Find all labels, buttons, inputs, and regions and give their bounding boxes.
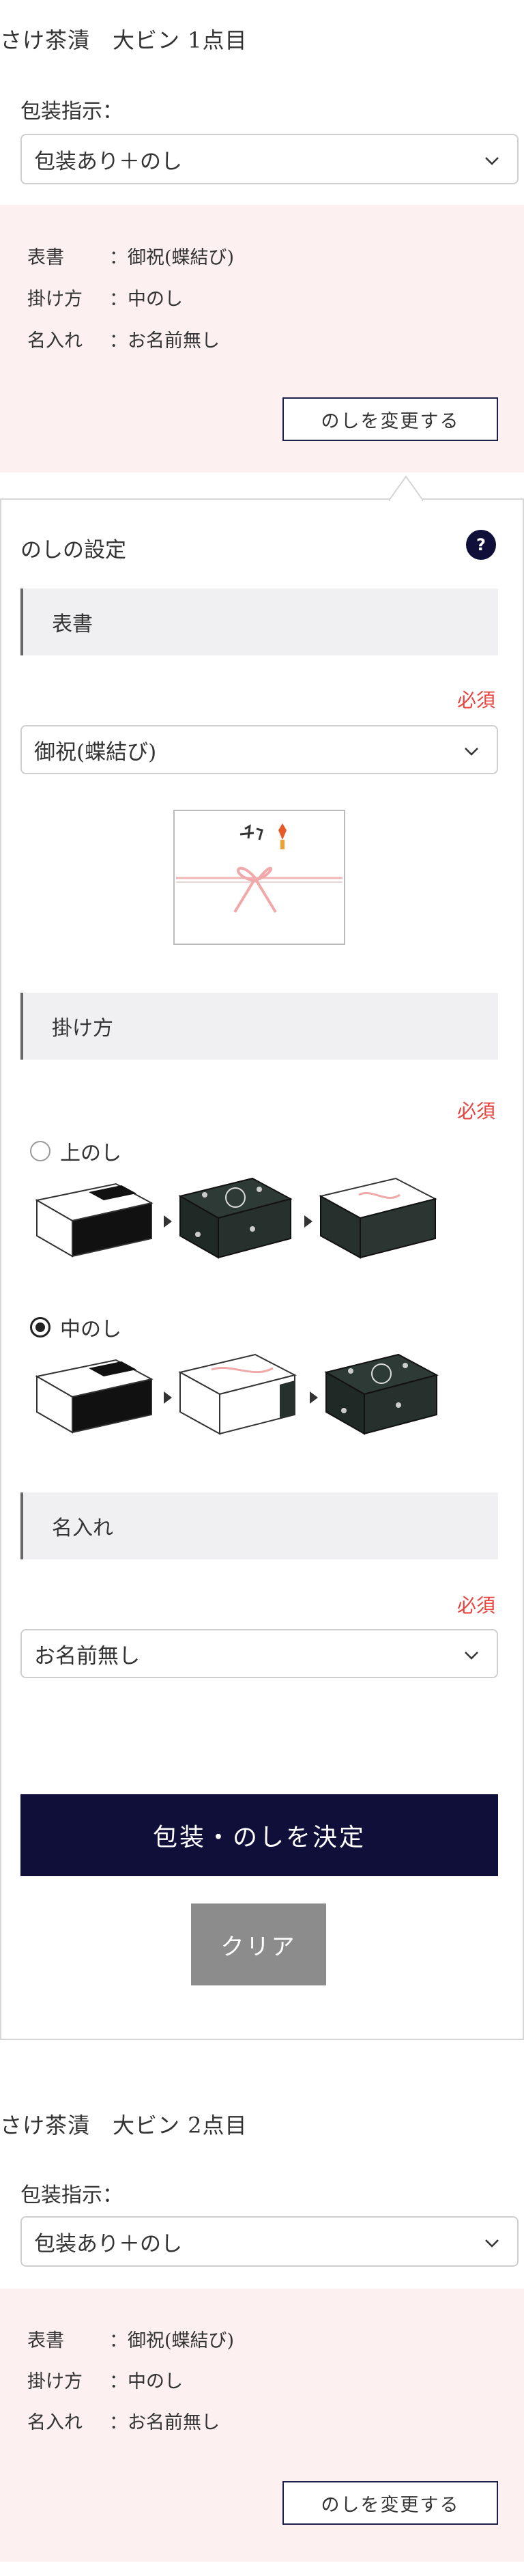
- summary-value: ：中のし: [109, 289, 183, 310]
- arrow-icon: [304, 1215, 312, 1228]
- summary-row-kakekata: 掛け方 ：中のし: [27, 2366, 183, 2393]
- noshi-summary: 表書 ：御祝(蝶結び) 掛け方 ：中のし 名入れ ：お名前無し のしを変更する: [0, 205, 524, 472]
- chevron-down-icon: [485, 157, 499, 165]
- radio-uwanoshi[interactable]: 上のし: [30, 1136, 121, 1166]
- help-icon[interactable]: ?: [466, 530, 496, 560]
- pack-instruction-select[interactable]: 包装あり＋のし: [20, 134, 519, 184]
- summary-value: ：御祝(蝶結び): [109, 2330, 235, 2351]
- section-kakekata-heading: 掛け方: [20, 993, 498, 1060]
- section-omote-heading: 表書: [20, 589, 498, 655]
- arrow-icon: [164, 1391, 172, 1404]
- uwanoshi-illustration: [34, 1174, 443, 1263]
- summary-row-naire: 名入れ ：お名前無し: [27, 2407, 220, 2434]
- noshi-settings-title: のしの設定: [20, 538, 126, 563]
- pack-instruction-label: 包装指示：: [20, 2183, 123, 2207]
- noshi-preview-image: [173, 810, 345, 945]
- summary-key: 名入れ: [27, 330, 83, 352]
- item-title: さけ茶漬 大ビン 1点目: [0, 27, 248, 53]
- pack-instruction-label: 包装指示：: [20, 100, 123, 124]
- pack-instruction-select[interactable]: 包装あり＋のし: [20, 2216, 519, 2267]
- pack-instruction-value: 包装あり＋のし: [34, 2231, 182, 2256]
- arrow-icon: [164, 1215, 172, 1228]
- summary-value: ：お名前無し: [109, 330, 220, 352]
- noshi-summary: 表書 ：御祝(蝶結び) 掛け方 ：中のし 名入れ ：お名前無し のしを変更する: [0, 2289, 524, 2562]
- clear-button[interactable]: クリア: [191, 1903, 326, 1985]
- summary-key: 名入れ: [27, 2412, 83, 2433]
- summary-value: ：御祝(蝶結び): [109, 247, 235, 268]
- naire-value: お名前無し: [34, 1643, 140, 1669]
- chevron-down-icon: [465, 748, 478, 756]
- radio-button-icon[interactable]: [30, 1141, 50, 1161]
- summary-row-omote: 表書 ：御祝(蝶結び): [27, 2325, 234, 2352]
- summary-row-kakekata: 掛け方 ：中のし: [27, 284, 183, 311]
- summary-key: 表書: [27, 247, 64, 268]
- box-in-white-paper-image: [178, 1353, 297, 1435]
- summary-value: ：お名前無し: [109, 2412, 220, 2433]
- pack-instruction-value: 包装あり＋のし: [34, 149, 182, 174]
- summary-row-omote: 表書 ：御祝(蝶結び): [27, 242, 234, 269]
- panel-pointer: [389, 475, 423, 501]
- summary-row-naire: 名入れ ：お名前無し: [27, 326, 220, 352]
- required-badge: 必須: [457, 689, 496, 711]
- radio-label: 上のし: [60, 1142, 121, 1165]
- item-title: さけ茶漬 大ビン 2点目: [0, 2112, 248, 2138]
- box-with-noshi-image: [35, 1359, 154, 1434]
- omote-value: 御祝(蝶結び): [34, 739, 157, 765]
- chevron-down-icon: [485, 2239, 499, 2248]
- summary-key: 表書: [27, 2330, 64, 2351]
- wrapped-box-image: [324, 1353, 439, 1435]
- change-noshi-button[interactable]: のしを変更する: [282, 2481, 498, 2525]
- summary-value: ：中のし: [109, 2371, 183, 2392]
- naire-select[interactable]: お名前無し: [20, 1629, 498, 1678]
- required-badge: 必須: [457, 1100, 496, 1122]
- summary-key: 掛け方: [27, 289, 83, 310]
- wrapped-box-with-noshi-image: [319, 1177, 437, 1259]
- wrapped-box-image: [178, 1177, 293, 1259]
- omote-select[interactable]: 御祝(蝶結び): [20, 725, 498, 774]
- nakanoshi-illustration: [34, 1350, 443, 1439]
- section-naire-heading: 名入れ: [20, 1492, 498, 1559]
- chevron-down-icon: [465, 1652, 478, 1660]
- confirm-wrapping-button[interactable]: 包装・のしを決定: [20, 1794, 498, 1876]
- arrow-icon: [310, 1391, 318, 1404]
- radio-label: 中のし: [60, 1318, 121, 1342]
- radio-nakanoshi[interactable]: 中のし: [30, 1312, 121, 1342]
- radio-button-selected-icon[interactable]: [30, 1317, 50, 1337]
- box-with-noshi-image: [35, 1183, 154, 1258]
- change-noshi-button[interactable]: のしを変更する: [282, 397, 498, 441]
- summary-key: 掛け方: [27, 2371, 83, 2392]
- required-badge: 必須: [457, 1594, 496, 1617]
